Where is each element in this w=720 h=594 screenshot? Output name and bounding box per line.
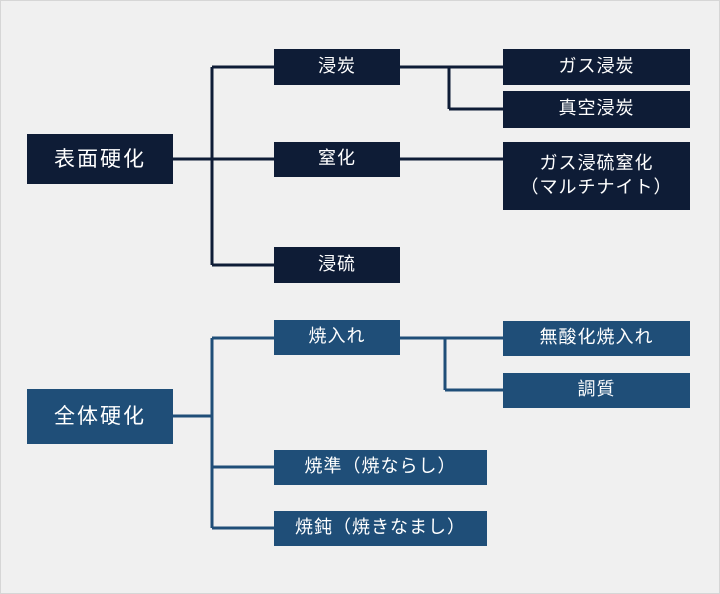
gas-nitrosulfurizing-line2: （マルチナイト）: [520, 177, 673, 198]
vacuum-carburizing-box: 真空浸炭: [503, 91, 690, 128]
annealing-box: 焼鈍（焼きなまし）: [274, 511, 487, 546]
surface-hardening-connectors: [173, 65, 503, 267]
through-hardening-connectors: [173, 336, 503, 530]
gas-nitrosulfurizing-line1: ガス浸硫窒化: [539, 152, 654, 174]
gas-carburizing-box: ガス浸炭: [503, 49, 690, 85]
bright-quenching-box: 無酸化焼入れ: [503, 321, 690, 356]
sulfurizing-box: 浸硫: [274, 247, 400, 283]
quenching-box: 焼入れ: [274, 320, 400, 355]
nitriding-box: 窒化: [274, 142, 400, 177]
surface-hardening-root: 表面硬化: [27, 134, 173, 184]
normalizing-box: 焼準（焼ならし）: [274, 450, 487, 485]
through-hardening-root: 全体硬化: [27, 389, 173, 444]
thermal-refining-box: 調質: [503, 373, 690, 408]
carburizing-box: 浸炭: [274, 49, 400, 85]
gas-nitrosulfurizing-box: ガス浸硫窒化 （マルチナイト）: [503, 142, 690, 210]
